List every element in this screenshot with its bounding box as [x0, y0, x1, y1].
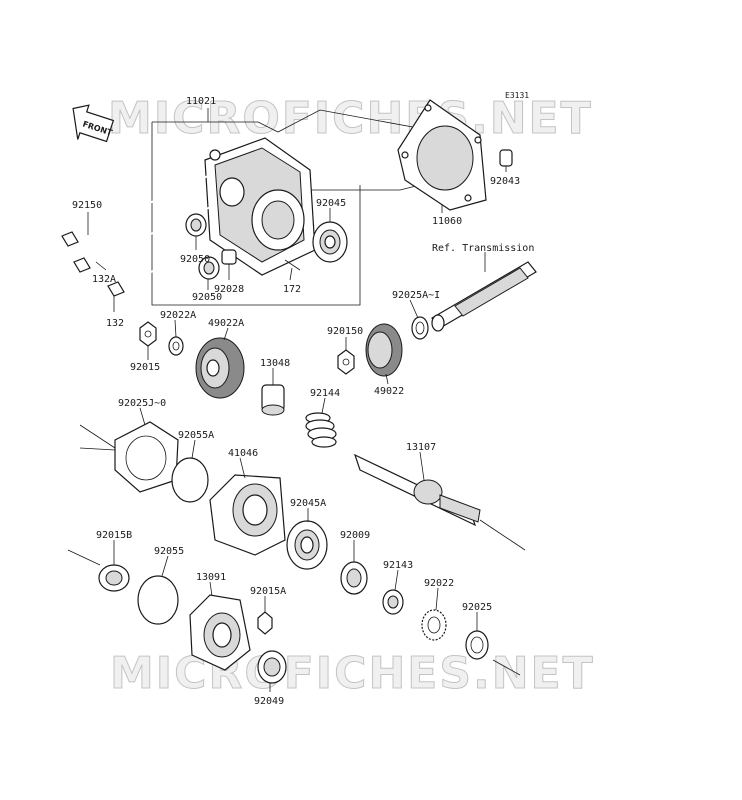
bolt-92150	[61, 174, 211, 247]
label-49022A: 49022A	[208, 318, 244, 329]
bevel-gear-49022A	[195, 337, 245, 399]
label-92025: 92025	[462, 602, 492, 613]
dowel-92043	[499, 149, 513, 167]
watermark-top: MICROFICHES.NET	[108, 93, 593, 144]
label-132A: 132A	[92, 274, 116, 285]
lock-washer-92022	[421, 609, 447, 641]
label-92015C: 920150	[327, 326, 363, 337]
label-92045: 92045	[316, 198, 346, 209]
label-92043: 92043	[490, 176, 520, 187]
label-92150: 92150	[72, 200, 102, 211]
bearing-92045A	[286, 520, 328, 570]
label-92015B: 92015B	[96, 530, 132, 541]
nut-92015C	[337, 349, 355, 375]
oil-seal-92009	[340, 561, 368, 595]
label-92022: 92022	[424, 578, 454, 589]
label-92049: 92049	[254, 696, 284, 707]
label-92050-lower: 92050	[192, 292, 222, 303]
housing-41046	[209, 474, 286, 556]
label-92144: 92144	[310, 388, 340, 399]
transmission-shaft	[431, 261, 537, 332]
bearing-92045	[312, 221, 348, 263]
dowel-pin-92028	[221, 249, 237, 265]
shaft-13107	[353, 453, 481, 527]
housing-13091	[189, 594, 251, 671]
washer-92022A	[168, 336, 184, 356]
nut-92015	[139, 321, 157, 347]
label-49022: 49022	[374, 386, 404, 397]
label-92009: 92009	[340, 530, 370, 541]
gasket-92025J	[114, 421, 179, 493]
shim-92025A	[411, 316, 429, 340]
nut-92015A	[257, 611, 273, 635]
label-92045A: 92045A	[290, 498, 326, 509]
label-92050-upper: 92050	[180, 254, 210, 265]
label-13091: 13091	[196, 572, 226, 583]
nut-92015B	[98, 564, 130, 592]
label-92025J: 92025J~0	[118, 398, 166, 409]
label-ref-transmission: Ref. Transmission	[432, 243, 534, 254]
label-92015A: 92015A	[250, 586, 286, 597]
label-13107: 13107	[406, 442, 436, 453]
oil-seal-92050-lower	[198, 256, 220, 280]
oil-seal-92050-upper	[185, 213, 207, 237]
label-41046: 41046	[228, 448, 258, 459]
watermark-bottom: MICROFICHES.NET	[110, 648, 595, 699]
o-ring-92055A	[171, 457, 209, 503]
label-132: 132	[106, 318, 124, 329]
spring-92144	[305, 412, 337, 448]
shim-92025	[465, 630, 489, 660]
bolt-132	[107, 264, 166, 297]
collar-92143	[382, 589, 404, 615]
bevel-gear-49022	[365, 323, 403, 377]
label-92025A: 92025A~I	[392, 290, 440, 301]
label-11060: 11060	[432, 216, 462, 227]
gasket-11060	[397, 99, 487, 211]
label-11021: 11021	[186, 96, 216, 107]
label-92028: 92028	[214, 284, 244, 295]
label-172: 172	[283, 284, 301, 295]
coupling-13048	[261, 384, 285, 416]
o-ring-92055	[137, 575, 179, 625]
label-92022A: 92022A	[160, 310, 196, 321]
label-92015: 92015	[130, 362, 160, 373]
label-13048: 13048	[260, 358, 290, 369]
housing-11021	[204, 137, 316, 276]
bolt-172	[284, 259, 301, 271]
label-92055A: 92055A	[178, 430, 214, 441]
front-arrow-icon: FRONT	[72, 104, 115, 143]
diagram-code: E3131	[505, 91, 529, 100]
oil-seal-92049	[257, 650, 287, 684]
label-92055: 92055	[154, 546, 184, 557]
label-92143: 92143	[383, 560, 413, 571]
